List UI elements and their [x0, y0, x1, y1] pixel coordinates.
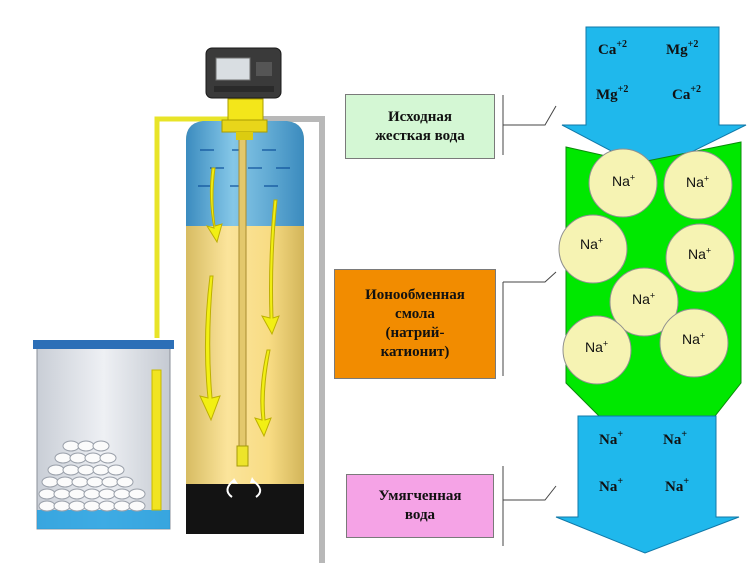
top-ion-4: Ca+2	[672, 84, 702, 104]
soft-water-arrow	[555, 415, 740, 554]
top-ion-3-charge: +2	[617, 84, 629, 95]
bead-ion-3-charge: +	[597, 235, 604, 246]
top-ion-2-charge: +2	[687, 39, 699, 50]
bead-ion-6: Na+	[585, 339, 608, 355]
bead-ion-5-charge: +	[649, 290, 656, 301]
top-ion-4-charge: +2	[690, 84, 702, 95]
bead-ion-5-element: Na	[632, 291, 650, 307]
outlet-pipe	[262, 116, 325, 563]
bead-ion-4: Na+	[688, 246, 711, 262]
label-soft-water: Умягченная вода	[346, 474, 494, 538]
top-ion-3-element: Mg	[596, 87, 618, 103]
control-valve	[205, 47, 282, 140]
bead-ion-2-charge: +	[703, 173, 710, 184]
bead-ion-2: Na+	[686, 174, 709, 190]
top-ion-2-element: Mg	[666, 42, 688, 58]
bottom-ion-1-element: Na	[599, 432, 618, 448]
label-hard-water-line-1: Исходная	[388, 108, 452, 125]
top-ion-3: Mg+2	[596, 84, 629, 104]
top-ion-1-element: Ca	[598, 42, 617, 58]
bead-ion-5: Na+	[632, 291, 655, 307]
bead-ion-7: Na+	[682, 331, 705, 347]
bead-ion-6-element: Na	[585, 339, 603, 355]
top-ion-4-element: Ca	[672, 87, 691, 103]
bead-ion-1-charge: +	[629, 172, 636, 183]
label-hard-water: Исходная жесткая вода	[345, 94, 495, 159]
label-resin-line-1: Ионообменная	[365, 287, 465, 303]
bead-ion-4-charge: +	[705, 245, 712, 256]
salt-tablets	[38, 440, 146, 512]
label-resin: Ионообменная смола (натрий- катионит)	[334, 269, 496, 379]
label-hard-water-line-2: жесткая вода	[375, 127, 465, 144]
brine-tank	[33, 340, 174, 530]
top-ion-1: Ca+2	[598, 39, 628, 59]
bottom-ion-3: Na+	[599, 476, 624, 496]
bottom-ion-4: Na+	[665, 476, 690, 496]
label-soft-water-line-2: вода	[404, 507, 436, 523]
label-resin-line-4: катионит)	[380, 344, 450, 360]
bead-ion-3: Na+	[580, 236, 603, 252]
bottom-ion-4-element: Na	[665, 479, 684, 495]
label-resin-line-3: (натрий-	[385, 325, 445, 341]
label-soft-water-line-1: Умягченная	[378, 488, 462, 504]
bead-ion-1-element: Na	[612, 173, 630, 189]
bracket-soft	[502, 466, 557, 546]
top-ion-2: Mg+2	[666, 39, 699, 59]
bead-ion-6-charge: +	[602, 338, 609, 349]
bottom-ion-2-charge: +	[681, 429, 688, 440]
bracket-hard	[502, 95, 557, 155]
bottom-ion-4-charge: +	[683, 476, 690, 487]
bead-ion-7-charge: +	[699, 330, 706, 341]
bead-ion-7-element: Na	[682, 331, 700, 347]
bead-ion-4-element: Na	[688, 246, 706, 262]
bead-ion-2-element: Na	[686, 174, 704, 190]
bead-ion-1: Na+	[612, 173, 635, 189]
bracket-resin	[502, 271, 557, 376]
bottom-ion-2: Na+	[663, 429, 688, 449]
softener-tank	[186, 121, 304, 534]
inlet-pipe	[154, 116, 230, 338]
bottom-ion-3-element: Na	[599, 479, 618, 495]
top-ion-1-charge: +2	[616, 39, 628, 50]
bottom-ion-3-charge: +	[617, 476, 624, 487]
bottom-ion-1: Na+	[599, 429, 624, 449]
bottom-ion-1-charge: +	[617, 429, 624, 440]
hard-water-arrow	[561, 26, 747, 173]
bead-ion-3-element: Na	[580, 236, 598, 252]
bottom-ion-2-element: Na	[663, 432, 682, 448]
label-resin-line-2: смола	[395, 306, 435, 322]
resin-beads	[558, 148, 735, 385]
